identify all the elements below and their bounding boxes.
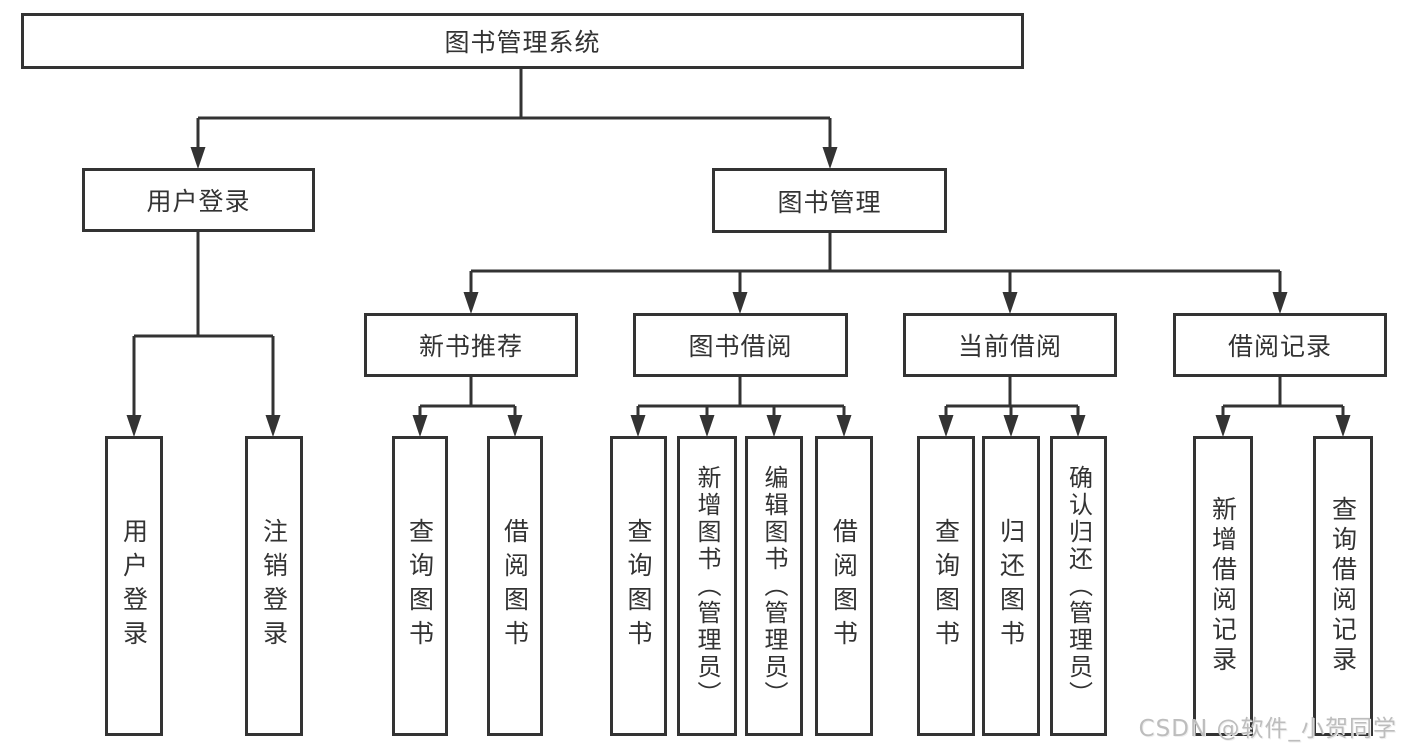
node-book-management: 图书管理 — [712, 168, 947, 233]
node-leaf-borrow-books: 借阅图书 — [815, 436, 873, 736]
node-leaf-return-books: 归还图书 — [982, 436, 1040, 736]
node-leaf-query-borrow-record: 查询借阅记录 — [1313, 436, 1373, 736]
node-leaf-user-login: 用户登录 — [105, 436, 163, 736]
node-leaf-borrow-books-recommend: 借阅图书 — [487, 436, 543, 736]
node-leaf-query-books-recommend: 查询图书 — [392, 436, 448, 736]
connector-paths — [132, 69, 1345, 415]
node-leaf-add-borrow-record: 新增借阅记录 — [1193, 436, 1253, 736]
node-leaf-query-books-current: 查询图书 — [917, 436, 975, 736]
node-new-book-recommend: 新书推荐 — [364, 313, 578, 377]
node-leaf-query-books-borrow: 查询图书 — [610, 436, 667, 736]
node-root: 图书管理系统 — [21, 13, 1024, 69]
node-book-borrow: 图书借阅 — [633, 313, 848, 377]
node-borrow-records: 借阅记录 — [1173, 313, 1387, 377]
node-leaf-confirm-return-admin: 确认归还（管理员） — [1050, 436, 1107, 736]
arrowhead-triangles — [126, 147, 1351, 437]
node-user-login: 用户登录 — [82, 168, 315, 232]
node-leaf-add-books-admin: 新增图书（管理员） — [677, 436, 737, 736]
node-current-borrow: 当前借阅 — [903, 313, 1117, 377]
node-leaf-edit-books-admin: 编辑图书（管理员） — [745, 436, 803, 736]
node-leaf-logout: 注销登录 — [245, 436, 303, 736]
